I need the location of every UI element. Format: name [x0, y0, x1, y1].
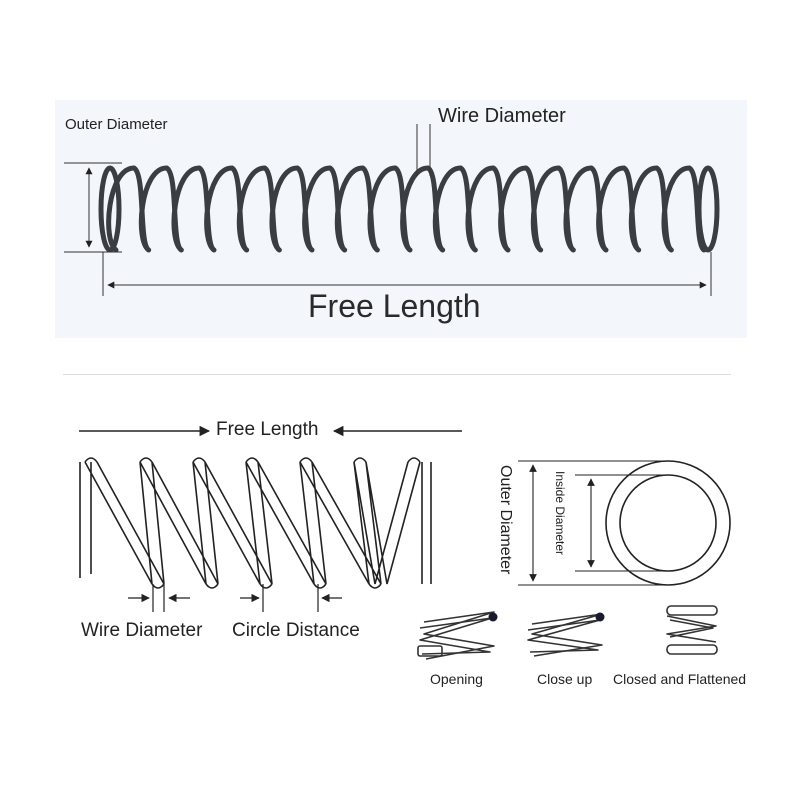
- section-divider: [63, 374, 731, 375]
- photo-outer-diameter-dimension: [64, 162, 122, 253]
- photo-spring-coils: [106, 165, 707, 253]
- zigzag-valley: [205, 583, 219, 589]
- photo-wire-diameter-label: Wire Diameter: [438, 105, 566, 127]
- photo-free-length-label: Free Length: [308, 288, 481, 324]
- wire-diameter-label: Wire Diameter: [81, 620, 203, 641]
- inside-diameter-side-label: Inside Diameter: [553, 471, 567, 556]
- zigzag-spring-drawing: [79, 457, 432, 589]
- end-type-close-up-icon: [527, 612, 605, 657]
- end-type-closed-flattened-label: Closed and Flattened: [613, 671, 747, 687]
- end-type-close-up-label: Close up: [537, 671, 593, 687]
- end-type-opening-icon: [417, 611, 498, 660]
- end-type-opening-label: Opening: [430, 671, 483, 687]
- photo-outer-diameter-label: Outer Diameter: [65, 116, 168, 133]
- photo-wire-diameter-dimension: [416, 124, 431, 176]
- circle-distance-label: Circle Distance: [232, 620, 360, 641]
- zigzag-peak: [192, 457, 206, 463]
- zigzag-spring-wire: [79, 461, 432, 585]
- ring-dimension-lines: [518, 460, 668, 586]
- zigzag-peak: [84, 457, 98, 463]
- zigzag-peak: [139, 457, 153, 463]
- photo-spring-left-end: [98, 165, 122, 253]
- wire-diameter-indicator: [128, 584, 190, 612]
- zigzag-valley: [259, 583, 273, 589]
- circle-distance-indicator: [240, 584, 342, 612]
- zigzag-peak: [353, 457, 367, 463]
- zigzag-valley: [151, 583, 165, 589]
- free-length-label: Free Length: [216, 419, 319, 440]
- outer-diameter-side-label: Outer Diameter: [497, 465, 514, 575]
- ring-cross-section: [605, 460, 731, 586]
- zigzag-valley: [313, 583, 327, 589]
- end-type-closed-flattened-icon: [666, 605, 718, 655]
- photo-compression-spring: [98, 165, 720, 253]
- photo-spring-right-end: [696, 165, 720, 253]
- zigzag-peak: [299, 457, 313, 463]
- zigzag-peak: [245, 457, 259, 463]
- photo-free-length-dimension: [102, 252, 712, 296]
- zigzag-valley: [368, 583, 382, 589]
- zigzag-peak: [407, 457, 421, 463]
